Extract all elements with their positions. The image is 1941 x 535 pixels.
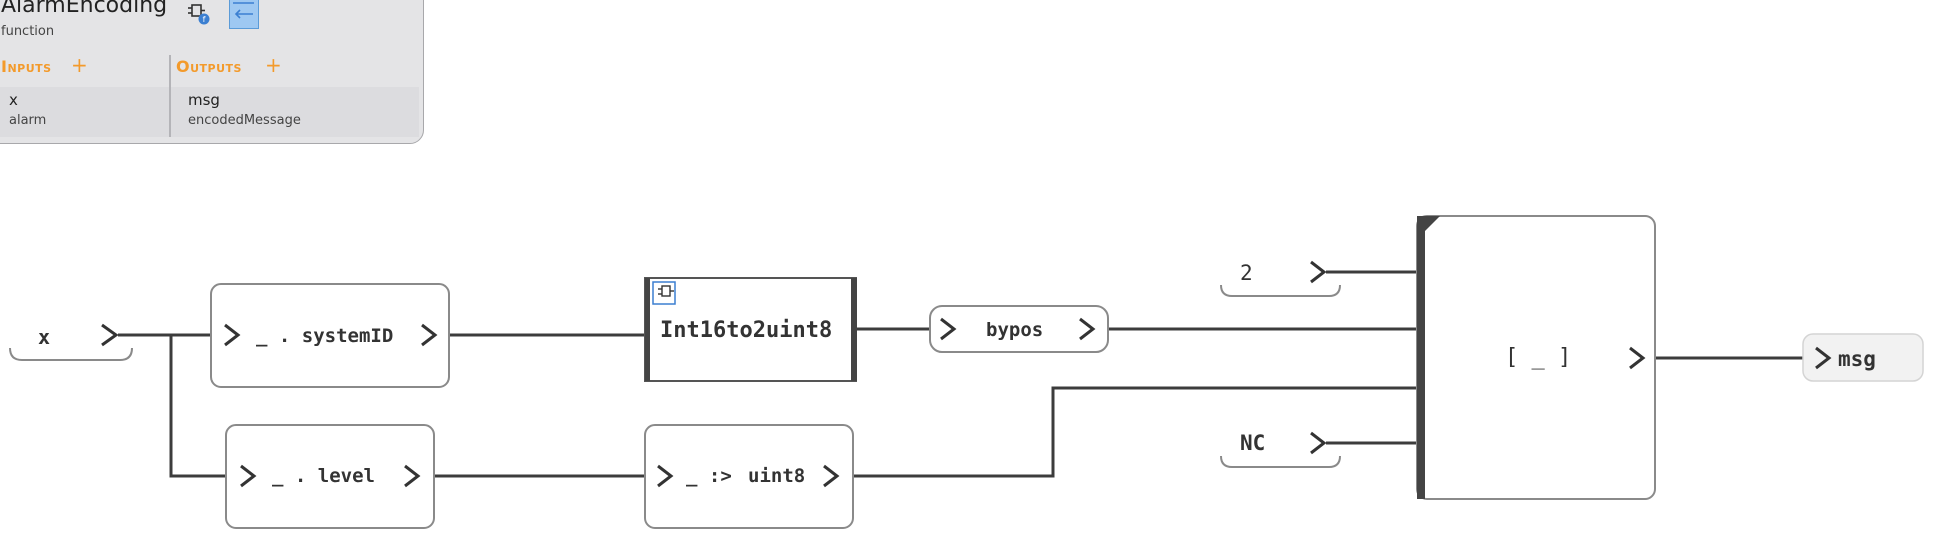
- function-name[interactable]: AlarmEncoding: [1, 0, 168, 18]
- chevron-right-icon: [1310, 431, 1327, 455]
- field-level-label: _ . level: [272, 465, 375, 487]
- chevron-right-icon: [404, 464, 421, 488]
- add-output-button[interactable]: +: [265, 53, 282, 77]
- bypos-node[interactable]: bypos: [929, 305, 1109, 353]
- input-x-label: x: [38, 325, 50, 349]
- array-builder-block[interactable]: [ _ ]: [1416, 215, 1656, 500]
- field-access-systemid[interactable]: _ . systemID: [210, 283, 450, 388]
- array-builder-label: [ _ ]: [1505, 345, 1571, 370]
- field-access-level[interactable]: _ . level: [225, 424, 435, 529]
- chevron-right-icon: [224, 323, 241, 347]
- function-header-panel: AlarmEncoding function f Inputs + Output…: [0, 0, 424, 144]
- wire-cast-to-array[interactable]: [842, 386, 1419, 478]
- input-x-node[interactable]: x: [9, 323, 133, 361]
- call-block-int16to2uint8[interactable]: Int16to2uint8: [644, 277, 857, 382]
- constant-2-label: 2: [1240, 261, 1253, 285]
- chevron-right-icon: [1629, 346, 1646, 370]
- cast-type-label: uint8: [748, 465, 805, 487]
- call-block-label: Int16to2uint8: [660, 318, 832, 343]
- inputs-section-label: Inputs: [1, 57, 52, 76]
- arrow-left-icon[interactable]: [229, 0, 259, 29]
- output-msg-node[interactable]: msg: [1802, 333, 1924, 382]
- chevron-right-icon: [1310, 260, 1327, 284]
- cast-uint8-node[interactable]: _ :> uint8: [644, 424, 854, 529]
- chevron-right-icon: [940, 317, 957, 341]
- chevron-right-icon: [823, 464, 840, 488]
- ports-band: [0, 87, 419, 137]
- function-kind: function: [1, 24, 55, 39]
- outputs-section-label: Outputs: [176, 57, 242, 76]
- chevron-right-icon: [240, 464, 257, 488]
- input-port-name[interactable]: x: [9, 91, 18, 109]
- svg-text:f: f: [203, 15, 206, 24]
- external-function-icon: [652, 281, 676, 305]
- chevron-right-icon: [657, 464, 674, 488]
- external-function-icon[interactable]: f: [185, 0, 215, 29]
- chevron-right-icon: [1079, 317, 1096, 341]
- output-port-type: encodedMessage: [188, 113, 301, 128]
- field-systemid-label: _ . systemID: [256, 325, 393, 347]
- wires: [118, 270, 1829, 478]
- bypos-label: bypos: [986, 319, 1043, 341]
- cast-prefix-label: _ :>: [686, 465, 732, 487]
- chevron-right-icon: [421, 323, 438, 347]
- output-msg-label: msg: [1838, 347, 1876, 371]
- constant-nc-node[interactable]: NC: [1220, 431, 1341, 468]
- add-input-button[interactable]: +: [71, 53, 88, 77]
- constant-nc-label: NC: [1240, 431, 1265, 455]
- output-port-name[interactable]: msg: [188, 91, 220, 109]
- constant-2-node[interactable]: 2: [1220, 260, 1341, 297]
- chevron-right-icon: [1815, 346, 1832, 370]
- input-port-type: alarm: [9, 113, 47, 128]
- chevron-right-icon: [101, 323, 119, 347]
- io-divider: [169, 55, 171, 137]
